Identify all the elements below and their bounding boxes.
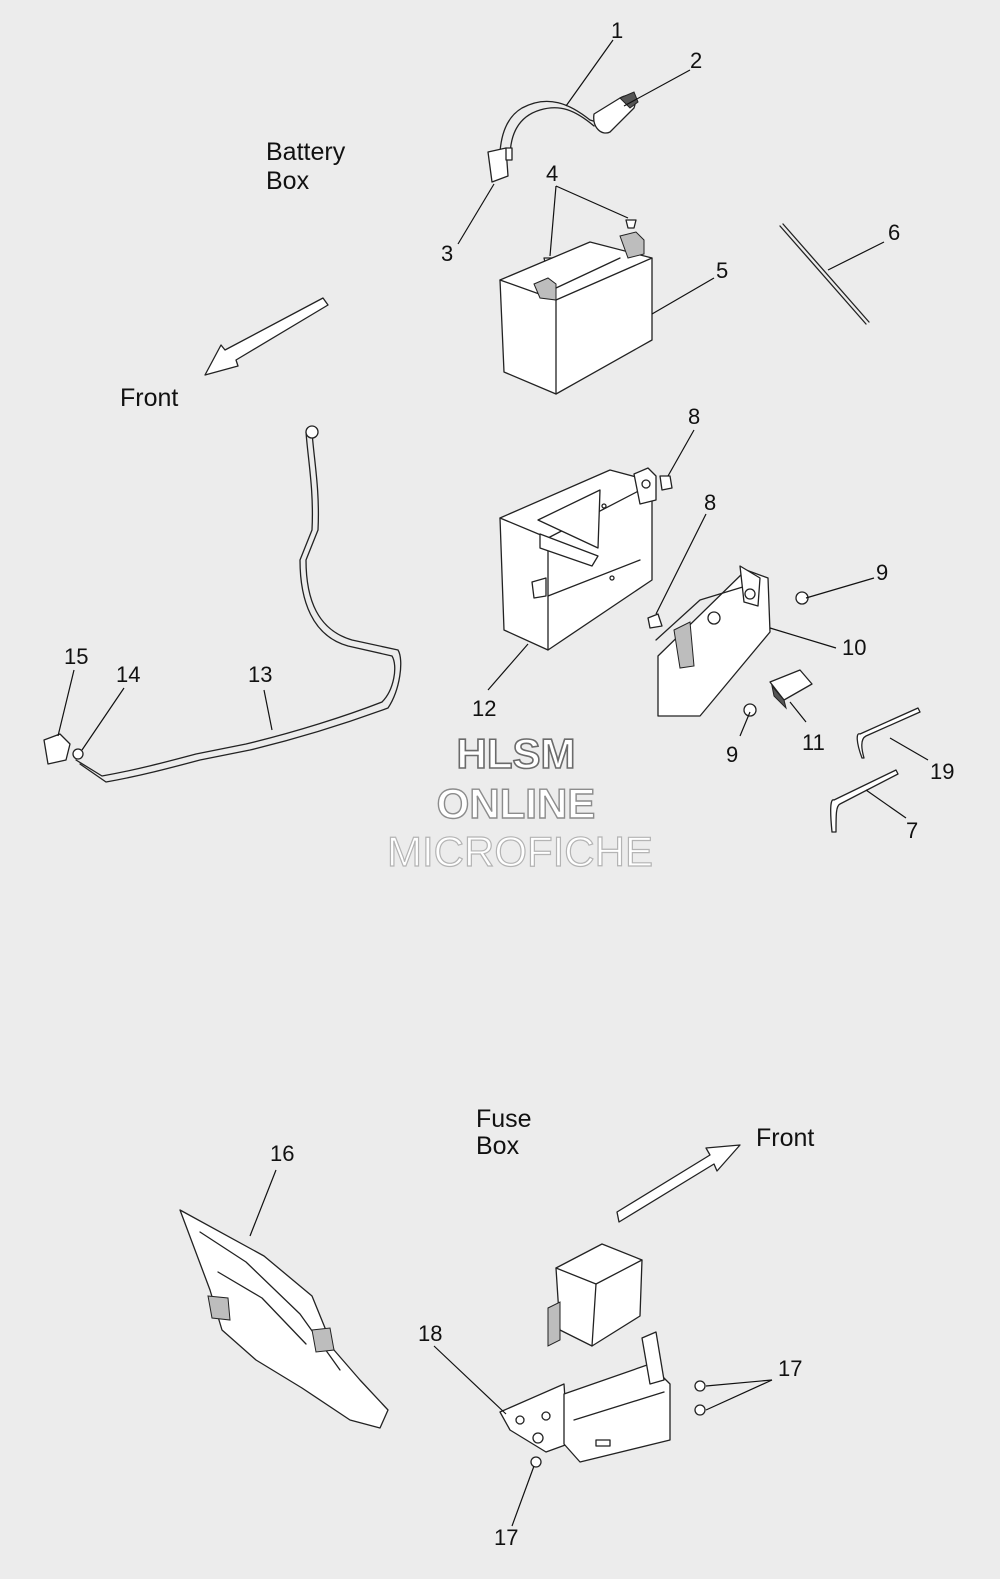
battery-box-heading: Battery Box: [266, 138, 346, 195]
callouts: 1 2 3 4 5 6 7 8 8 9 9 10 11 12 13 14 15 …: [64, 18, 954, 1550]
pin-part-7: [830, 769, 899, 833]
watermark: HLSM ONLINE MICROFICHE: [386, 729, 653, 875]
callout-15: 15: [64, 644, 88, 669]
battery-cable-part-13: [75, 425, 402, 783]
callout-19: 19: [930, 759, 954, 784]
svg-text:Box: Box: [476, 1132, 520, 1160]
callout-17-bottom: 17: [494, 1525, 518, 1550]
bracket-plate-part: [655, 565, 771, 717]
front-arrow-bottom: Front: [616, 1124, 814, 1223]
callout-9-right: 9: [876, 560, 888, 585]
callout-9-bottom: 9: [726, 742, 738, 767]
fuse-bracket-part-18: [499, 1331, 671, 1463]
wire-harness-part: [487, 91, 639, 183]
screws-part-17: [530, 1380, 706, 1468]
callout-18: 18: [418, 1321, 442, 1346]
callout-8-top: 8: [688, 404, 700, 429]
callout-3: 3: [441, 241, 453, 266]
svg-text:Box: Box: [266, 167, 310, 195]
callout-7: 7: [906, 818, 918, 843]
callout-16: 16: [270, 1141, 294, 1166]
callout-14: 14: [116, 662, 140, 687]
svg-text:Battery: Battery: [266, 138, 346, 166]
callout-2: 2: [690, 48, 702, 73]
fuse-box-heading: Fuse Box: [476, 1105, 532, 1160]
nut-part-14: [72, 748, 84, 760]
callout-11: 11: [802, 730, 825, 755]
fuse-part-11: [769, 669, 813, 710]
leader-lines: [57, 39, 929, 1527]
callout-1: 1: [611, 18, 623, 43]
svg-text:ONLINE: ONLINE: [437, 780, 596, 827]
fuse-block: [547, 1243, 643, 1347]
terminal-cover-part-15: [43, 733, 71, 765]
nuts-part-9: [743, 591, 809, 717]
svg-text:Front: Front: [756, 1124, 814, 1152]
callout-6: 6: [888, 220, 900, 245]
screws-part-8: [647, 475, 673, 629]
fuse-box-cover-part-16: [179, 1209, 389, 1429]
callout-10: 10: [842, 635, 866, 660]
front-arrow-top: Front: [120, 297, 329, 412]
callout-13: 13: [248, 662, 272, 687]
callout-12: 12: [472, 696, 496, 721]
svg-text:MICROFICHE: MICROFICHE: [387, 828, 653, 875]
callout-8-middle: 8: [704, 490, 716, 515]
svg-text:Fuse: Fuse: [476, 1105, 532, 1133]
svg-text:HLSM: HLSM: [457, 730, 576, 777]
callout-5: 5: [716, 258, 728, 283]
pin-part-19: [856, 707, 921, 759]
svg-text:Front: Front: [120, 384, 178, 412]
battery-box-part: [499, 467, 657, 651]
callout-17-right: 17: [778, 1356, 802, 1381]
battery-part: [499, 231, 653, 395]
cable-tie-part: [779, 223, 870, 325]
callout-4: 4: [546, 161, 558, 186]
